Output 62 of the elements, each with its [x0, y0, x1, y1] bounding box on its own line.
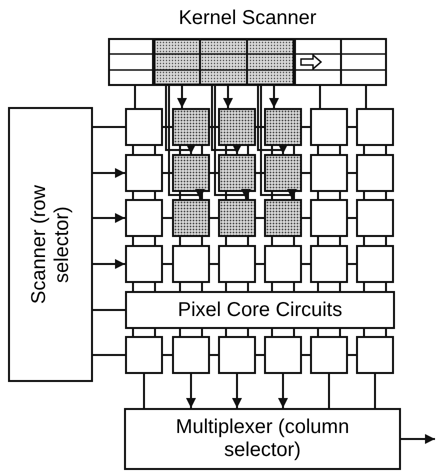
arrow [168, 86, 205, 199]
pixel-cell [356, 154, 394, 192]
core-circuit-band [125, 291, 395, 329]
arrow [269, 86, 279, 108]
connector-line [365, 86, 367, 108]
kernel-pixel-cell [264, 108, 302, 146]
kernel-pixel-cell [172, 154, 210, 192]
pixel-cell [125, 154, 163, 192]
kernel-pixel-cell [264, 154, 302, 192]
arrow [186, 374, 196, 408]
pixel-cell [125, 336, 163, 374]
pixel-cell [125, 199, 163, 237]
pixel-cell [264, 336, 302, 374]
pixel-cell [310, 108, 348, 146]
pixel-cell [310, 245, 348, 283]
connector-line [374, 374, 376, 408]
arrow [214, 86, 251, 199]
block-label: Pixel Core Circuits [178, 298, 342, 322]
arrow [401, 434, 435, 444]
pixel-cell [310, 336, 348, 374]
pixel-cell [172, 245, 210, 283]
pixel-cell [356, 199, 394, 237]
kernel-pixel-cell [218, 154, 256, 192]
arrow [177, 86, 187, 108]
pixel-cell [310, 154, 348, 192]
block-title: Kernel Scanner [178, 6, 318, 30]
connector-line [93, 309, 125, 311]
pixel-cell [218, 336, 256, 374]
kernel-pixel-cell [172, 108, 210, 146]
kernel-pixel-cell [264, 199, 302, 237]
multiplexer-block [124, 408, 401, 470]
pixel-cell [356, 108, 394, 146]
connector-line [134, 86, 136, 108]
row-scanner-block [8, 107, 93, 382]
kernel-pixel-cell [218, 199, 256, 237]
connector-line [93, 354, 125, 356]
pixel-cell [218, 245, 256, 283]
arrow [211, 86, 242, 154]
pixel-cell [172, 336, 210, 374]
arrow [93, 259, 125, 269]
kernel-pixel-cell [172, 199, 210, 237]
arrow [232, 374, 242, 408]
kernel-pixel-cell [218, 108, 256, 146]
arrow [223, 86, 233, 108]
arrow [260, 86, 297, 199]
pixel-cell [264, 245, 302, 283]
connector-line [319, 86, 321, 108]
pixel-cell [356, 245, 394, 283]
arrow [93, 213, 125, 223]
pixel-cell [125, 245, 163, 283]
pixel-cell [310, 199, 348, 237]
connector-line [328, 374, 330, 408]
block-label: Scanner (row selector) [28, 184, 74, 306]
pixel-cell [125, 108, 163, 146]
connector-line [93, 126, 125, 128]
block-label: Multiplexer (column selector) [174, 416, 350, 462]
pixel-cell [356, 336, 394, 374]
arrow [93, 168, 125, 178]
connector-line [143, 374, 145, 408]
arrow [257, 86, 288, 154]
arrow [165, 86, 196, 154]
arrow [278, 374, 288, 408]
